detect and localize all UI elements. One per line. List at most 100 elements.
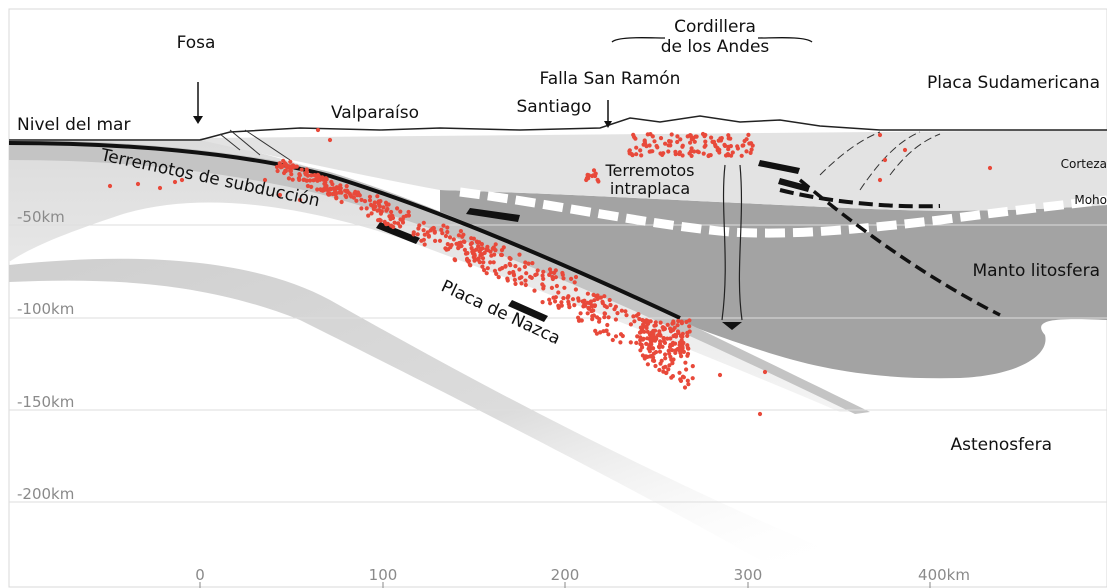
earthquake-dot <box>701 151 706 156</box>
earthquake-dot <box>602 303 607 308</box>
earthquake-dot <box>748 150 753 155</box>
earthquake-dot <box>739 153 744 158</box>
earthquake-dot <box>316 176 321 182</box>
earthquake-dot <box>550 276 556 282</box>
earthquake-dot <box>107 183 113 189</box>
earthquake-dot <box>602 294 607 299</box>
earthquake-dot <box>478 246 483 251</box>
earthquake-dot <box>668 336 673 341</box>
earthquake-dot <box>315 172 320 177</box>
earthquake-dot <box>584 176 590 181</box>
moho-label: Moho <box>1074 193 1107 207</box>
earthquake-dot <box>658 136 664 141</box>
earthquake-dot <box>439 227 444 232</box>
earthquake-dot <box>665 336 670 341</box>
earthquake-dot <box>330 191 335 197</box>
earthquake-dot <box>658 320 663 325</box>
earthquake-dot <box>559 303 564 308</box>
earthquake-dot <box>685 330 690 335</box>
earthquake-dot <box>432 229 437 234</box>
earthquake-dot <box>517 267 522 272</box>
earthquake-dot <box>288 159 293 164</box>
earthquake-dot <box>367 194 373 199</box>
earthquake-dot <box>666 149 671 154</box>
oceanic-lithosphere <box>9 140 870 412</box>
earthquake-dot <box>330 182 335 187</box>
earthquake-dot <box>304 167 309 172</box>
earthquake-dot <box>605 322 610 328</box>
earthquake-dot <box>529 275 534 280</box>
earthquake-dot <box>275 168 280 174</box>
earthquake-dot <box>669 375 674 380</box>
earthquake-dot <box>749 147 754 152</box>
earthquake-dot <box>297 197 303 203</box>
earthquake-dot <box>293 164 298 169</box>
earthquake-dot <box>657 329 662 334</box>
earthquake-dot <box>648 132 653 137</box>
fault-dashed-upper <box>779 188 941 209</box>
earthquake-dot <box>592 298 597 303</box>
earthquake-dot <box>634 145 639 150</box>
earthquake-dot <box>388 216 393 222</box>
depth-label-100: -100km <box>17 300 74 318</box>
earthquake-dot <box>445 242 450 247</box>
trench-arrowhead <box>193 116 203 124</box>
earthquake-dot <box>499 252 504 257</box>
earthquake-dot <box>481 260 486 265</box>
earthquake-dot <box>650 346 655 351</box>
crust-label: Corteza <box>1061 157 1107 171</box>
earthquake-dot <box>290 177 295 182</box>
earthquake-dot <box>653 320 658 325</box>
earthquake-dot <box>347 191 352 196</box>
earthquake-dot <box>644 144 649 149</box>
earthquake-dot <box>375 194 380 199</box>
earthquake-dot <box>422 242 427 247</box>
earthquake-dot <box>573 274 579 280</box>
earthquake-dot <box>653 363 658 369</box>
earthquake-dot <box>613 334 619 339</box>
earthquake-dot <box>282 161 287 166</box>
earthquake-dot <box>664 370 669 376</box>
earthquake-dot <box>671 327 676 332</box>
earthquake-dot <box>492 268 498 273</box>
earthquake-dot <box>396 221 401 226</box>
earthquake-dot <box>627 148 632 153</box>
earthquake-dot <box>644 325 649 331</box>
earthquake-dot <box>676 318 681 324</box>
earthquake-dot <box>680 153 685 158</box>
earthquake-dot <box>523 282 528 288</box>
earthquake-dot <box>649 342 654 347</box>
depth-label-150: -150km <box>17 393 74 411</box>
earthquake-dot <box>680 143 685 148</box>
mantle-lithosphere <box>440 190 1107 379</box>
earthquake-dot <box>559 300 564 305</box>
earthquake-dot <box>690 376 695 381</box>
earthquake-dot <box>370 203 375 208</box>
distance-label-200: 200 <box>551 566 580 584</box>
earthquake-dot <box>315 187 320 192</box>
earthquake-dot <box>391 224 396 230</box>
earthquake-dot <box>325 186 330 191</box>
earthquake-dot <box>135 181 141 187</box>
santiago-label: Santiago <box>517 97 592 117</box>
earthquake-dot <box>480 264 485 269</box>
earthquake-dot <box>679 319 684 324</box>
earthquake-dot <box>554 283 560 289</box>
earthquake-dot <box>615 311 620 316</box>
earthquake-dot <box>627 151 632 156</box>
earthquake-dot <box>667 363 672 368</box>
earthquake-dot <box>277 192 283 198</box>
sea-level-label: Nivel del mar <box>17 115 130 135</box>
earthquake-dot <box>570 297 576 302</box>
lithospheric-mantle-label: Manto litosfera <box>972 261 1100 281</box>
earthquake-dot <box>675 329 681 334</box>
earthquake-dot <box>666 367 671 372</box>
earthquake-dot <box>675 134 680 139</box>
earthquake-dot <box>302 177 307 182</box>
earthquake-dot <box>540 273 545 278</box>
earthquake-dot <box>746 132 751 137</box>
earthquake-dot <box>493 242 498 247</box>
earthquake-dot <box>283 168 288 173</box>
earthquake-dot <box>702 144 707 149</box>
earthquake-dot <box>658 333 663 338</box>
